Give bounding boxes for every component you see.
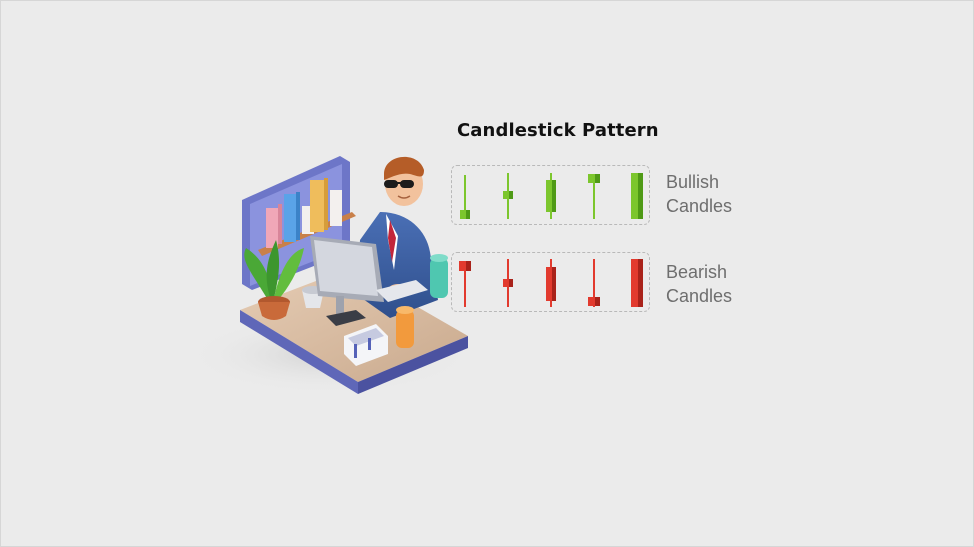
- bearish-candle-1: [459, 261, 471, 307]
- bullish-candle-3: [546, 173, 556, 219]
- bearish-candles-label: Bearish Candles: [666, 260, 732, 308]
- bearish-candle-5: [631, 259, 643, 307]
- bullish-candle-5: [631, 173, 643, 219]
- bullish-candles-label: Bullish Candles: [666, 170, 732, 218]
- bullish-label-line2: Candles: [666, 196, 733, 216]
- bullish-label-line1: Bullish: [666, 172, 720, 192]
- bullish-candle-1: [460, 175, 470, 219]
- page-title: Candlestick Pattern: [457, 120, 659, 141]
- bearish-candle-2: [503, 259, 513, 307]
- bearish-candle-4: [588, 259, 600, 307]
- bullish-candle-4: [588, 174, 600, 219]
- bearish-label-line2: Candles: [666, 286, 733, 306]
- bearish-label-line1: Bearish: [666, 262, 728, 282]
- trader-desk-illustration: [180, 140, 480, 410]
- bullish-candles-graphic: [460, 173, 643, 219]
- bullish-candles-box: [451, 165, 650, 225]
- trader-desk-illustration-graphic: [185, 156, 475, 395]
- bearish-candles-box: [451, 252, 650, 312]
- bearish-candles-graphic: [459, 259, 643, 307]
- bearish-candle-3: [546, 259, 556, 307]
- bullish-candle-2: [503, 173, 513, 219]
